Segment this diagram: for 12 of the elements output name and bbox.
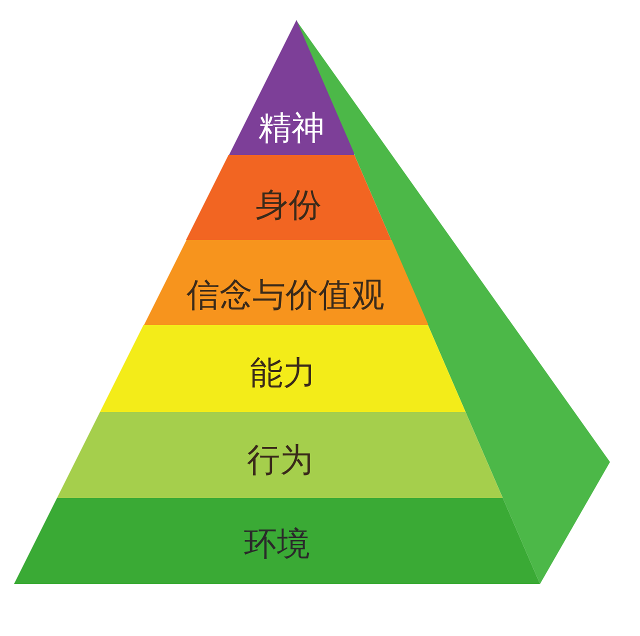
pyramid-layer xyxy=(144,240,428,325)
pyramid-layer xyxy=(57,412,503,498)
pyramid-layer xyxy=(228,20,354,155)
pyramid-layer xyxy=(100,325,466,412)
layer-label: 环境 xyxy=(243,524,311,564)
pyramid-layer xyxy=(14,498,540,584)
layer-label: 精神 xyxy=(257,108,326,148)
layer-label: 行为 xyxy=(246,440,314,480)
pyramid-layer xyxy=(186,155,392,240)
layer-label: 身份 xyxy=(254,185,323,225)
layer-label: 信念与价值观 xyxy=(186,275,386,315)
layer-label: 能力 xyxy=(248,353,317,393)
